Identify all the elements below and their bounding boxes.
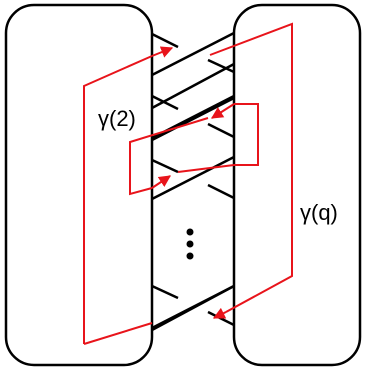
right-region-box — [232, 3, 362, 367]
left-region-box — [4, 3, 154, 367]
label-gamma-2: γ(2) — [98, 106, 136, 131]
curve-gamma-2 — [83, 22, 293, 345]
ellipsis-dots — [186, 228, 194, 260]
label-gamma-q: γ(q) — [300, 200, 338, 225]
band-twists — [151, 31, 235, 332]
curve-inner-loop — [129, 103, 259, 196]
